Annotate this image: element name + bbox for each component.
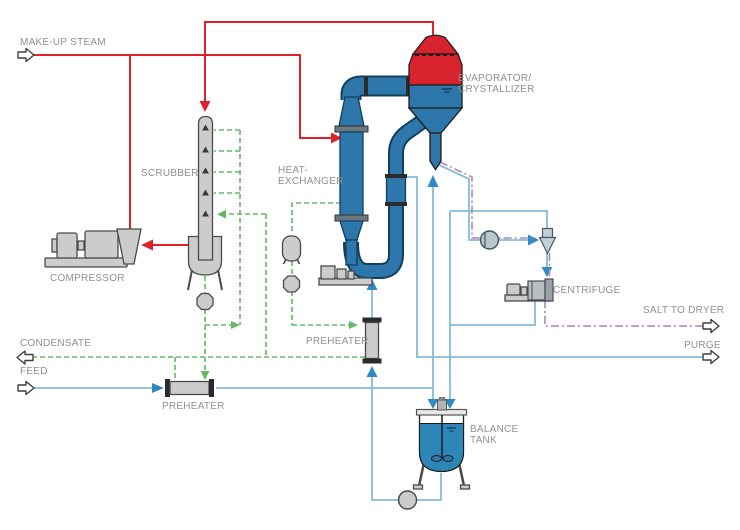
outlet-arrow-icon: [702, 349, 720, 365]
label-compressor: COMPRESSOR: [50, 273, 125, 284]
circulation-pump: [318, 265, 373, 286]
label-salt-to-dryer: SALT TO DRYER: [643, 305, 725, 316]
label-heat-exchanger: HEAT- EXCHANGER: [278, 165, 344, 188]
flow-arrow-icon: [141, 239, 153, 251]
spray-nozzle-icon: [202, 124, 209, 131]
label-centrifuge: CENTRIFUGE: [553, 285, 621, 296]
spray-nozzle-icon: [202, 146, 209, 153]
flow-arrow-icon: [200, 371, 210, 380]
spray-nozzle-icon: [202, 167, 209, 174]
flow-arrow-icon: [541, 267, 553, 277]
label-condensate: CONDENSATE: [20, 338, 92, 349]
centrifuge: [504, 278, 554, 302]
label-make-up-steam: MAKE-UP STEAM: [20, 37, 106, 48]
label-preheater-horizontal: PREHEATER: [162, 401, 225, 412]
flow-arrow-icon: [152, 383, 164, 393]
label-feed: FEED: [20, 366, 48, 377]
outlet-arrow-icon: [702, 318, 720, 334]
flow-arrow-icon: [427, 399, 439, 409]
flow-arrow-icon: [231, 321, 240, 329]
spray-nozzle-icon: [202, 189, 209, 196]
balance-tank: [412, 397, 471, 490]
balance-tank-pump: [397, 490, 418, 510]
flow-arrow-icon: [528, 234, 539, 246]
steam-vapor-lines-red: [34, 21, 434, 251]
preheater-vertical: [362, 317, 382, 364]
label-purge: PURGE: [684, 340, 721, 351]
preheater-horizontal: [165, 379, 214, 397]
flow-arrow-icon: [331, 132, 342, 144]
label-preheater-vertical: PREHEATER: [306, 336, 369, 347]
inlet-arrow-icon: [17, 47, 35, 63]
heat-exchanger: [334, 96, 369, 266]
evaporator-crystallizer: [407, 34, 464, 171]
condensate-vessel: [281, 235, 302, 265]
flow-arrow-icon: [349, 321, 358, 329]
flow-arrow-icon: [199, 101, 211, 112]
flow-arrow-icon: [366, 366, 378, 377]
outlet-arrow-icon: [16, 350, 34, 365]
riser-flash-pot: [385, 174, 407, 206]
flow-arrow-icon: [444, 399, 456, 409]
flow-arrow-icon: [217, 210, 226, 219]
salt-lines-purple: [439, 161, 703, 327]
hydrocyclone: [538, 227, 557, 255]
liquor-lines-blue: [34, 163, 703, 501]
flow-arrow-icon: [427, 175, 439, 187]
heat-exchanger-top-pipe: [340, 75, 416, 106]
spray-nozzle-icon: [202, 210, 209, 217]
label-scrubber: SCRUBBER: [141, 168, 199, 179]
scrubber-column: [187, 115, 223, 291]
boundary-arrows: [16, 47, 720, 396]
inlet-arrow-icon: [17, 380, 35, 396]
label-balance-tank: BALANCE TANK: [470, 424, 519, 447]
label-evaporator-crystallizer: EVAPORATOR/ CRYSTALLIZER: [458, 73, 535, 96]
condensate-pump: [282, 275, 301, 293]
condensate-lines-green: [34, 129, 365, 380]
cyclone-feed-pump: [479, 230, 500, 250]
scrubber-bottoms-pump: [196, 292, 214, 311]
compressor: [44, 228, 142, 268]
